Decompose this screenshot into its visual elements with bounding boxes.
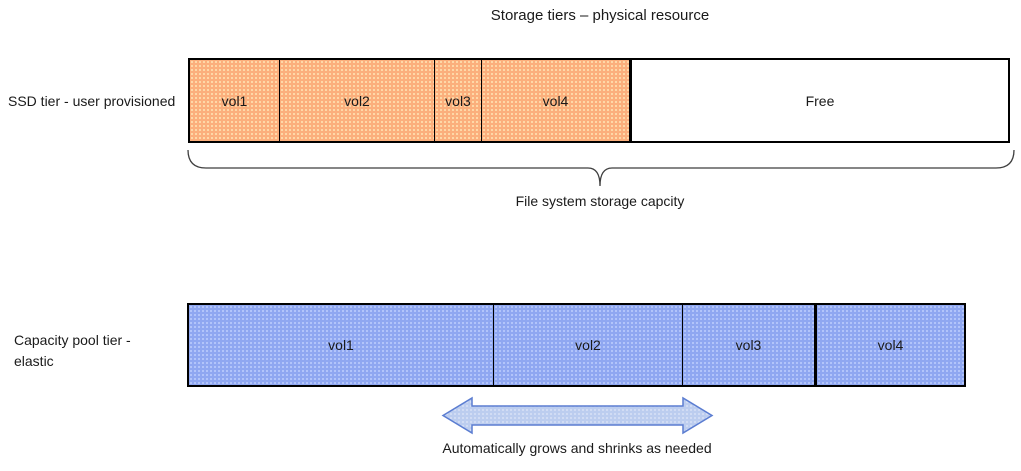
pool-segment-vol1: vol1	[189, 305, 494, 385]
ssd-tier-bar: vol1 vol2 vol3 vol4 Free	[188, 58, 1010, 143]
file-system-capacity-label: File system storage capcity	[515, 193, 685, 209]
ssd-segment-vol2: vol2	[280, 60, 435, 141]
capacity-pool-label: Capacity pool tier - elastic	[14, 332, 131, 369]
double-headed-arrow-icon	[441, 396, 714, 435]
ssd-segment-vol1: vol1	[190, 60, 280, 141]
ssd-segment-vol4: vol4	[482, 60, 632, 141]
diagram-title: Storage tiers – physical resource	[490, 7, 710, 24]
double-headed-arrow-shape	[441, 396, 714, 435]
ssd-segment-free: Free	[632, 60, 1008, 141]
ssd-tier-label: SSD tier - user provisioned	[8, 93, 176, 109]
curly-brace-path	[187, 149, 1015, 187]
pool-segment-vol4: vol4	[817, 305, 964, 385]
arrow-label: Automatically grows and shrinks as neede…	[442, 440, 712, 456]
ssd-segment-vol3: vol3	[435, 60, 482, 141]
capacity-pool-bar: vol1 vol2 vol3 vol4	[187, 303, 966, 387]
curly-brace	[187, 149, 1015, 187]
pool-segment-vol2: vol2	[494, 305, 683, 385]
pool-segment-vol3: vol3	[683, 305, 817, 385]
